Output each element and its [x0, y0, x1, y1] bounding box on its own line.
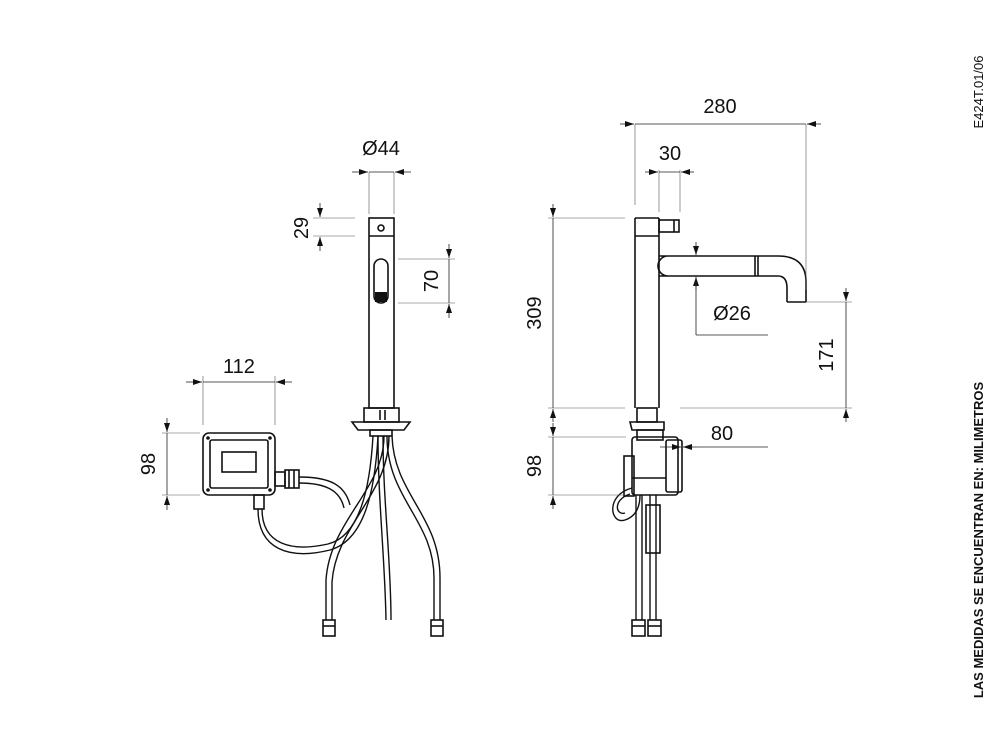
front-view: Ø44 29 70 112	[138, 138, 455, 637]
label-98-front: 98	[138, 453, 160, 475]
label-29: 29	[291, 217, 313, 239]
label-30: 30	[659, 143, 681, 165]
front-control-box	[202, 432, 300, 510]
dim-side-98: 98	[524, 423, 626, 509]
units-note: LAS MEDIDAS SE ENCUENTRAN EN: MILIMETROS	[971, 382, 986, 699]
label-280: 280	[703, 96, 736, 118]
drawing-code: E424T.01/06	[971, 55, 986, 128]
side-faucet-body	[628, 217, 807, 441]
label-112: 112	[223, 356, 255, 378]
dim-side-80: 80	[660, 423, 768, 450]
label-80: 80	[711, 423, 733, 445]
side-control-box	[623, 436, 683, 497]
front-hoses	[257, 435, 444, 637]
front-faucet-body	[350, 217, 412, 437]
label-171: 171	[816, 338, 838, 371]
label-diameter-26: Ø26	[713, 303, 751, 325]
dim-front-98: 98	[138, 418, 200, 510]
label-309: 309	[524, 296, 546, 329]
dim-side-171: 171	[680, 288, 852, 422]
label-diameter-44: Ø44	[362, 138, 400, 160]
label-98-side: 98	[524, 455, 546, 477]
dim-front-112: 112	[186, 356, 292, 425]
dim-side-309: 309	[524, 204, 625, 422]
dim-side-280: 280	[620, 96, 821, 290]
dim-front-29: 29	[291, 203, 355, 251]
dim-front-diameter: Ø44	[352, 138, 411, 214]
dim-side-diameter: Ø26	[693, 242, 768, 336]
side-hoses	[612, 487, 662, 637]
label-70: 70	[421, 270, 443, 292]
dim-side-30: 30	[645, 143, 694, 212]
side-view: 280 30 309 Ø26	[524, 96, 852, 637]
dim-front-70: 70	[398, 244, 455, 318]
